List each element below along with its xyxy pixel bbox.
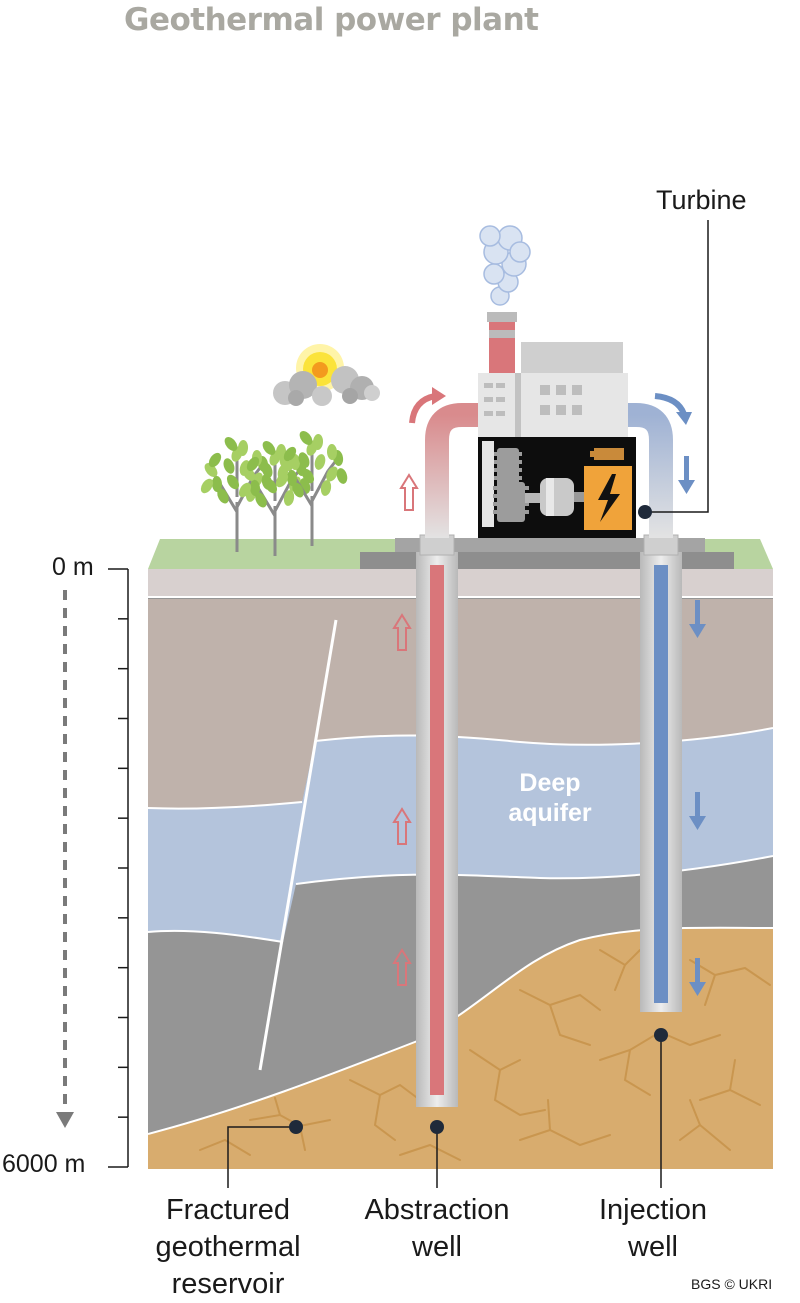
- gear-icon: [493, 448, 529, 522]
- down-arrow-icon: [678, 456, 695, 494]
- depth-arrow-head: [56, 1112, 74, 1128]
- injection-well-label: Injection well: [573, 1192, 733, 1266]
- cold-flow-arrows: [678, 456, 706, 996]
- abstraction-label-line: Abstraction: [364, 1194, 510, 1226]
- page-title: Geothermal power plant: [124, 2, 539, 38]
- steam-icon: [479, 225, 531, 306]
- abstraction-well: [416, 534, 458, 1107]
- deep-aquifer-layer: [148, 728, 773, 942]
- down-arrow-icon: [689, 792, 706, 830]
- depth-scale: [118, 618, 128, 1118]
- up-arrow-icon: [392, 807, 412, 845]
- hot-curve-arrow-icon: [409, 393, 436, 424]
- generator-battery: [594, 448, 624, 460]
- lightning-icon: [598, 474, 620, 522]
- power-plant-building: [478, 312, 636, 538]
- rock-layer-upper: [148, 599, 773, 809]
- depth-top-label: 0 m: [52, 553, 94, 581]
- abstraction-label-line: well: [412, 1231, 462, 1263]
- turbine-label: Turbine: [656, 185, 747, 215]
- reservoir-label-line: reservoir: [171, 1268, 285, 1300]
- cold-pipe: [620, 403, 673, 538]
- injection-label-line: well: [628, 1231, 678, 1263]
- chimney: [489, 316, 515, 376]
- tree-icon: [200, 431, 348, 556]
- cold-curve-arrow-icon: [654, 393, 687, 416]
- reservoir-label-line: geothermal: [155, 1231, 301, 1263]
- fault-line: [258, 619, 338, 1071]
- down-arrow-icon: [689, 958, 706, 996]
- up-arrow-icon: [399, 473, 419, 511]
- tree: [275, 431, 348, 546]
- credit-text: BGS © UKRI: [691, 1276, 773, 1292]
- up-arrow-icon: [392, 948, 412, 986]
- abstraction-well-label: Abstraction well: [347, 1192, 527, 1266]
- up-arrow-icon: [392, 613, 412, 651]
- aquifer-label-line: aquifer: [508, 799, 592, 827]
- depth-bottom-label: 6000 m: [2, 1150, 86, 1178]
- aquifer-label-line: Deep: [519, 769, 581, 797]
- callout-lines: [108, 220, 709, 1188]
- hot-flow-arrows: [392, 473, 419, 986]
- down-arrow-icon: [689, 600, 706, 638]
- reservoir-label: Fractured geothermal reservoir: [128, 1192, 328, 1303]
- reservoir-fractures: [199, 949, 771, 1161]
- tree: [238, 441, 311, 556]
- reservoir-label-line: Fractured: [165, 1194, 291, 1226]
- turbine-rotor: [540, 478, 574, 516]
- callout-dots: [289, 505, 668, 1134]
- cloud-icon: [273, 366, 380, 406]
- aquifer-label: Deep aquifer: [480, 768, 620, 828]
- injection-well: [640, 534, 682, 1012]
- plant-platform: [395, 538, 705, 552]
- injection-label-line: Injection: [598, 1194, 707, 1226]
- hot-pipe: [425, 403, 480, 538]
